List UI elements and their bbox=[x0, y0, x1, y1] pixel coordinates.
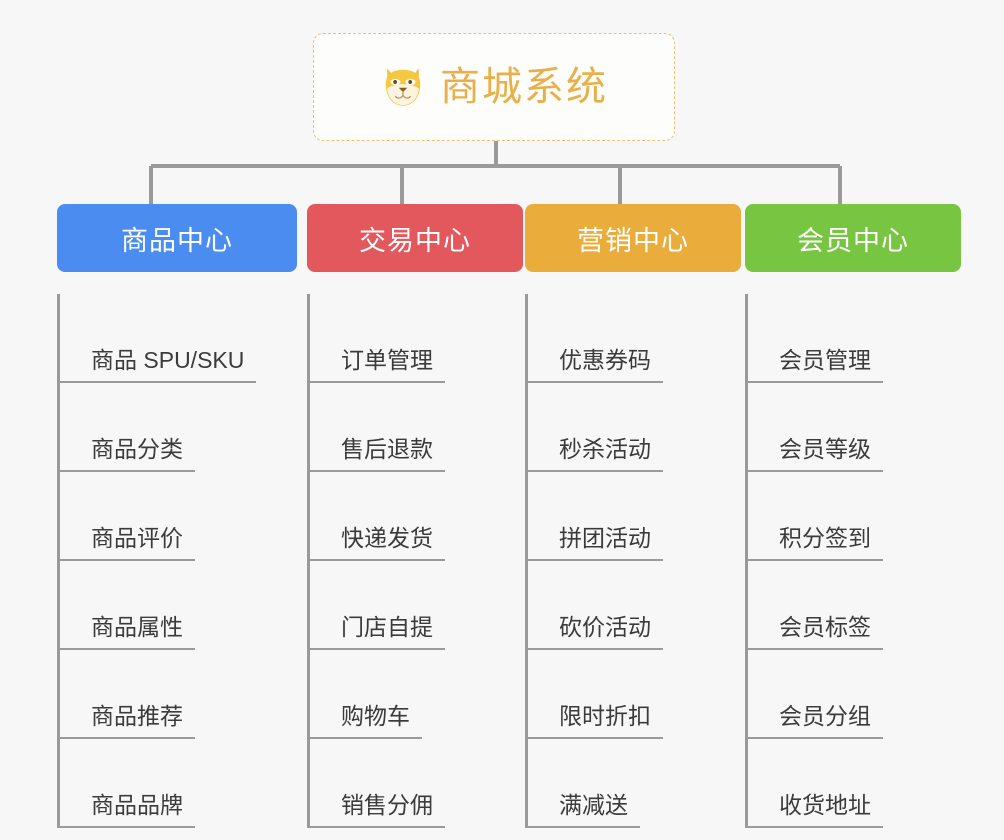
branch-items-3: 优惠券码 秒杀活动 拼团活动 砍价活动 限时折扣 满减送 bbox=[525, 294, 741, 828]
leaf-node[interactable]: 会员标签 bbox=[748, 561, 961, 650]
leaf-node[interactable]: 商品分类 bbox=[60, 383, 297, 472]
branch-header-2[interactable]: 交易中心 bbox=[307, 204, 523, 272]
leaf-label: 满减送 bbox=[528, 794, 640, 828]
leaf-label: 商品品牌 bbox=[60, 794, 195, 828]
leaf-node[interactable]: 售后退款 bbox=[310, 383, 523, 472]
leaf-label: 优惠券码 bbox=[528, 349, 663, 383]
leaf-label: 销售分佣 bbox=[310, 794, 445, 828]
branch-column-3: 营销中心 优惠券码 秒杀活动 拼团活动 砍价活动 限时折扣 满减送 bbox=[525, 204, 741, 828]
leaf-label: 秒杀活动 bbox=[528, 438, 663, 472]
leaf-label: 积分签到 bbox=[748, 527, 883, 561]
leaf-label: 商品分类 bbox=[60, 438, 195, 472]
leaf-label: 商品 SPU/SKU bbox=[60, 349, 257, 383]
branch-header-1[interactable]: 商品中心 bbox=[57, 204, 297, 272]
leaf-label: 会员分组 bbox=[748, 705, 883, 739]
leaf-node[interactable]: 快递发货 bbox=[310, 472, 523, 561]
leaf-label: 门店自提 bbox=[310, 616, 445, 650]
leaf-node[interactable]: 会员管理 bbox=[748, 294, 961, 383]
leaf-node[interactable]: 销售分佣 bbox=[310, 739, 523, 828]
leaf-label: 售后退款 bbox=[310, 438, 445, 472]
branch-column-2: 交易中心 订单管理 售后退款 快递发货 门店自提 购物车 销售分佣 bbox=[307, 204, 523, 828]
leaf-label: 商品推荐 bbox=[60, 705, 195, 739]
leaf-label: 会员管理 bbox=[748, 349, 883, 383]
leaf-label: 拼团活动 bbox=[528, 527, 663, 561]
leaf-label: 购物车 bbox=[310, 705, 422, 739]
leaf-node[interactable]: 收货地址 bbox=[748, 739, 961, 828]
leaf-label: 商品评价 bbox=[60, 527, 195, 561]
leaf-label: 订单管理 bbox=[310, 349, 445, 383]
branch-items-2: 订单管理 售后退款 快递发货 门店自提 购物车 销售分佣 bbox=[307, 294, 523, 828]
branch-column-4: 会员中心 会员管理 会员等级 积分签到 会员标签 会员分组 收货地址 bbox=[745, 204, 961, 828]
leaf-node[interactable]: 商品推荐 bbox=[60, 650, 297, 739]
branch-header-3[interactable]: 营销中心 bbox=[525, 204, 741, 272]
leaf-node[interactable]: 门店自提 bbox=[310, 561, 523, 650]
leaf-node[interactable]: 积分签到 bbox=[748, 472, 961, 561]
leaf-node[interactable]: 限时折扣 bbox=[528, 650, 741, 739]
branch-items-4: 会员管理 会员等级 积分签到 会员标签 会员分组 收货地址 bbox=[745, 294, 961, 828]
leaf-node[interactable]: 商品评价 bbox=[60, 472, 297, 561]
leaf-node[interactable]: 购物车 bbox=[310, 650, 523, 739]
branch-column-1: 商品中心 商品 SPU/SKU 商品分类 商品评价 商品属性 商品推荐 商品品牌 bbox=[57, 204, 297, 828]
leaf-node[interactable]: 秒杀活动 bbox=[528, 383, 741, 472]
leaf-node[interactable]: 订单管理 bbox=[310, 294, 523, 383]
leaf-label: 收货地址 bbox=[748, 794, 883, 828]
leaf-label: 砍价活动 bbox=[528, 616, 663, 650]
leaf-label: 会员标签 bbox=[748, 616, 883, 650]
leaf-label: 会员等级 bbox=[748, 438, 883, 472]
leaf-node[interactable]: 商品属性 bbox=[60, 561, 297, 650]
root-node[interactable]: 商城系统 bbox=[313, 33, 675, 141]
leaf-node[interactable]: 商品品牌 bbox=[60, 739, 297, 828]
leaf-node[interactable]: 拼团活动 bbox=[528, 472, 741, 561]
branch-header-label: 商品中心 bbox=[121, 225, 233, 256]
leaf-node[interactable]: 优惠券码 bbox=[528, 294, 741, 383]
branch-header-label: 会员中心 bbox=[797, 225, 909, 256]
leaf-label: 限时折扣 bbox=[528, 705, 663, 739]
leaf-node[interactable]: 满减送 bbox=[528, 739, 741, 828]
branch-items-1: 商品 SPU/SKU 商品分类 商品评价 商品属性 商品推荐 商品品牌 bbox=[57, 294, 297, 828]
branch-header-4[interactable]: 会员中心 bbox=[745, 204, 961, 272]
leaf-node[interactable]: 商品 SPU/SKU bbox=[60, 294, 297, 383]
shiba-dog-icon bbox=[385, 68, 421, 106]
root-title: 商城系统 bbox=[440, 65, 608, 109]
branch-header-label: 营销中心 bbox=[577, 225, 689, 256]
leaf-node[interactable]: 会员等级 bbox=[748, 383, 961, 472]
leaf-label: 商品属性 bbox=[60, 616, 195, 650]
branch-header-label: 交易中心 bbox=[359, 225, 471, 256]
leaf-label: 快递发货 bbox=[310, 527, 445, 561]
leaf-node[interactable]: 砍价活动 bbox=[528, 561, 741, 650]
leaf-node[interactable]: 会员分组 bbox=[748, 650, 961, 739]
